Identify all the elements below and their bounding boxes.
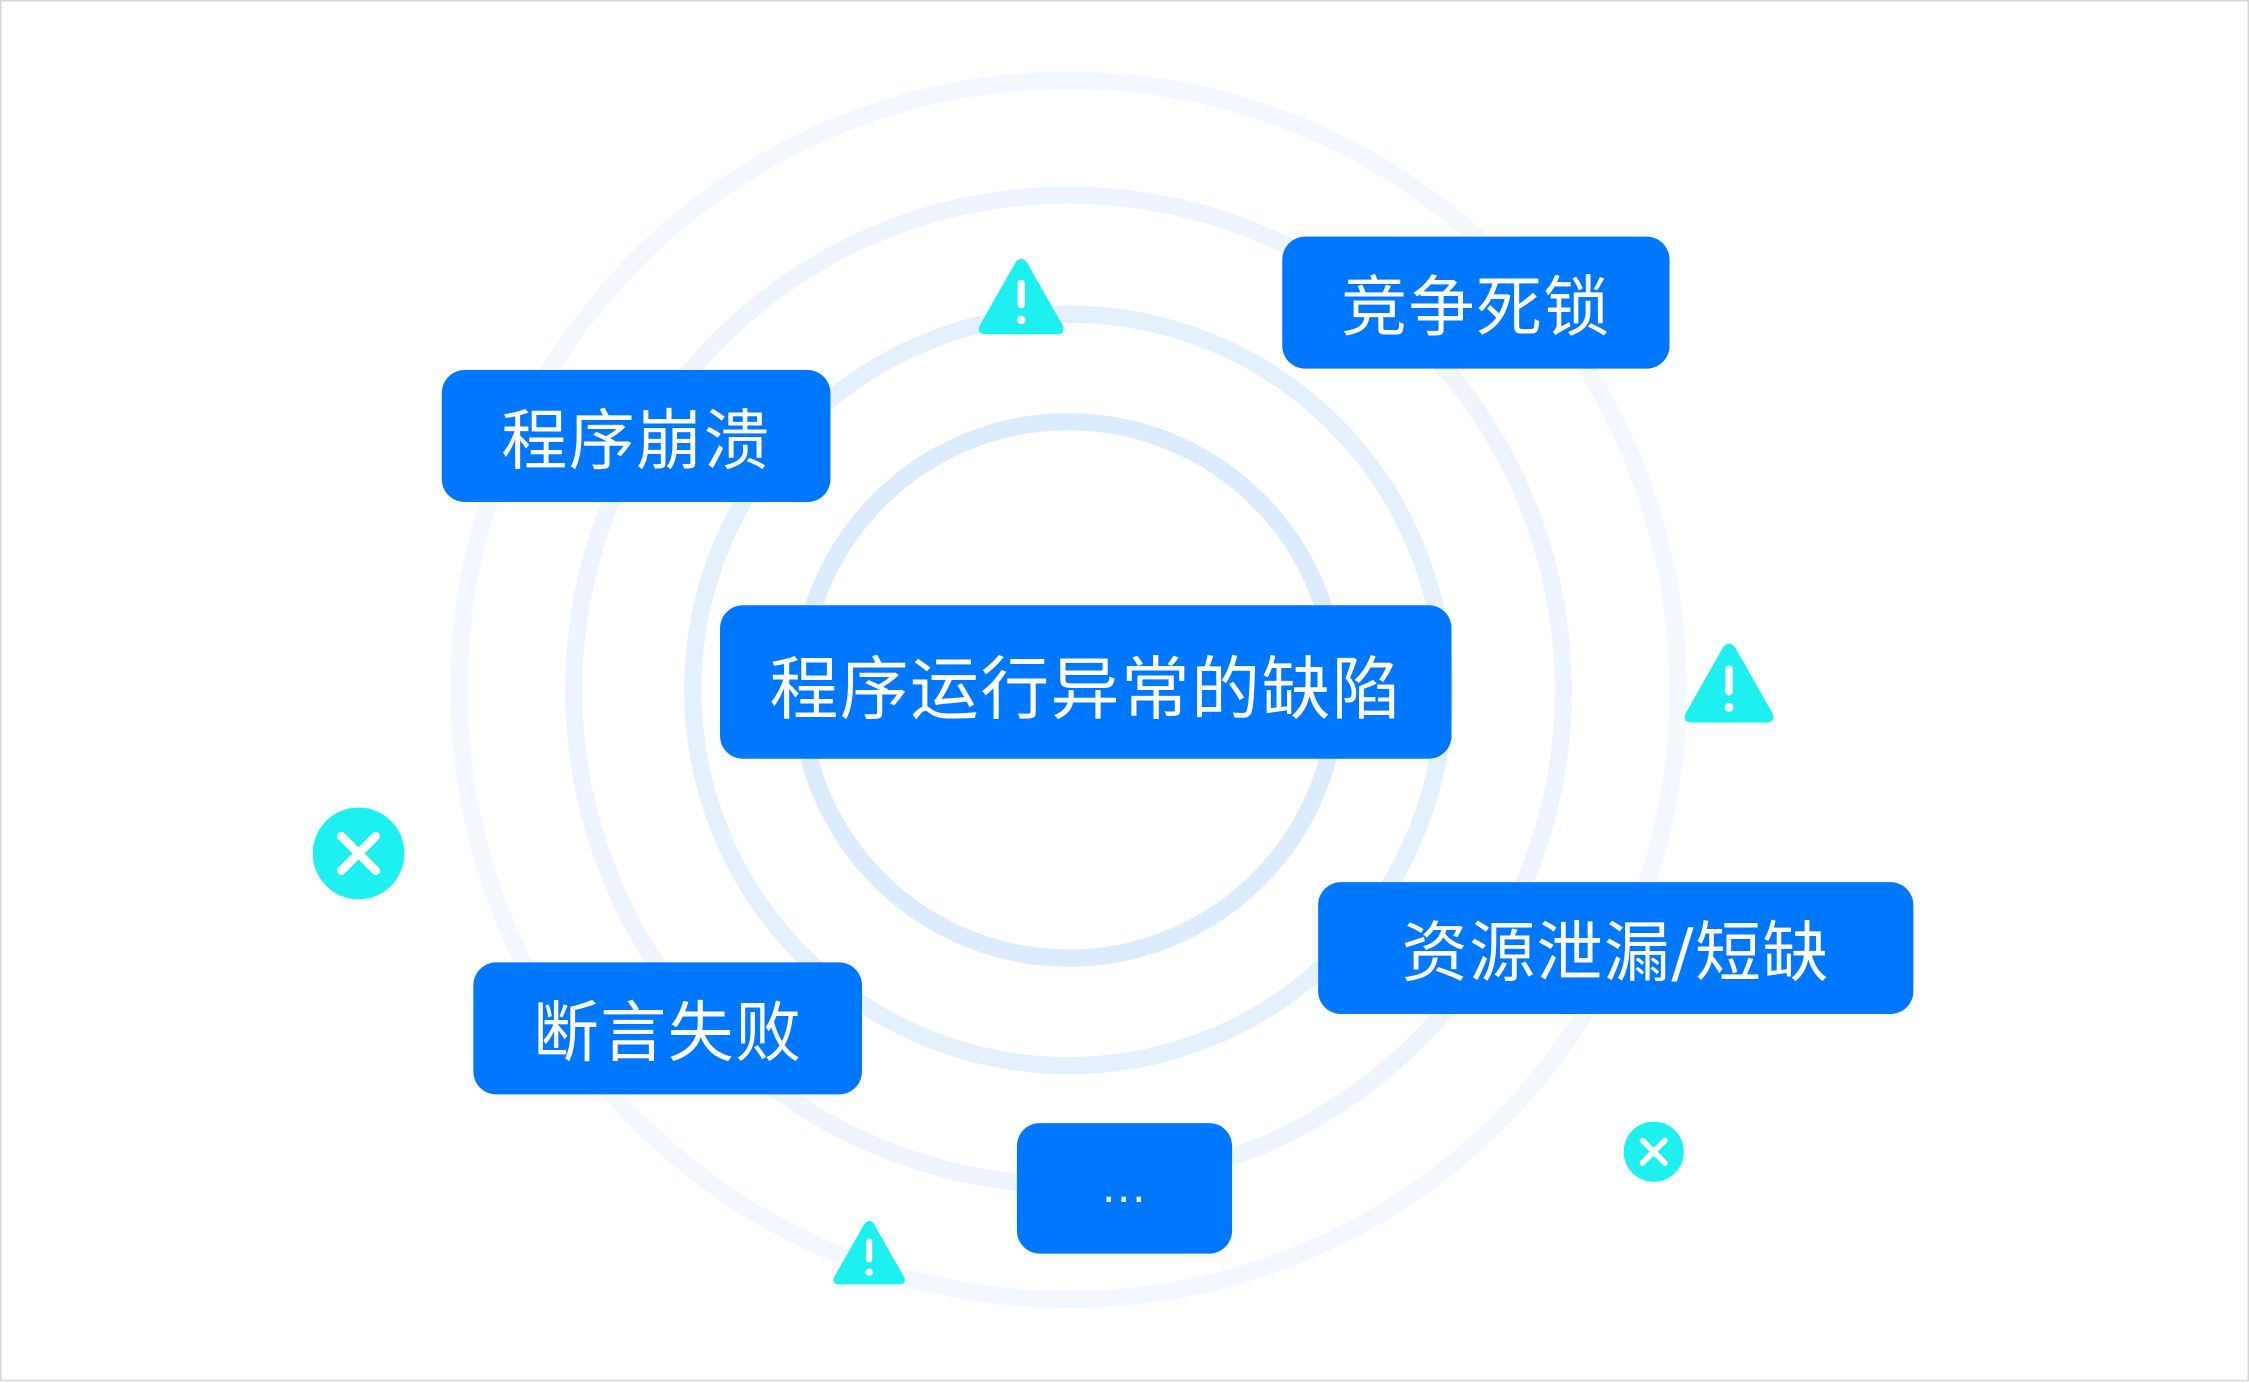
- center-box: 程序运行异常的缺陷: [720, 605, 1452, 759]
- close-circle-icon: [1623, 1121, 1684, 1182]
- close-circle-icon: [312, 807, 405, 900]
- category-resource-leak: 资源泄漏/短缺: [1318, 882, 1914, 1015]
- category-assertion-failure: 断言失败: [473, 962, 863, 1095]
- category-more: ...: [1016, 1123, 1233, 1254]
- category-program-crash: 程序崩溃: [441, 370, 831, 503]
- category-race-deadlock: 竞争死锁: [1282, 236, 1670, 369]
- warning-icon: [978, 258, 1064, 335]
- warning-icon: [833, 1220, 905, 1285]
- ring-outer: [450, 71, 1687, 1309]
- warning-icon: [1684, 643, 1774, 723]
